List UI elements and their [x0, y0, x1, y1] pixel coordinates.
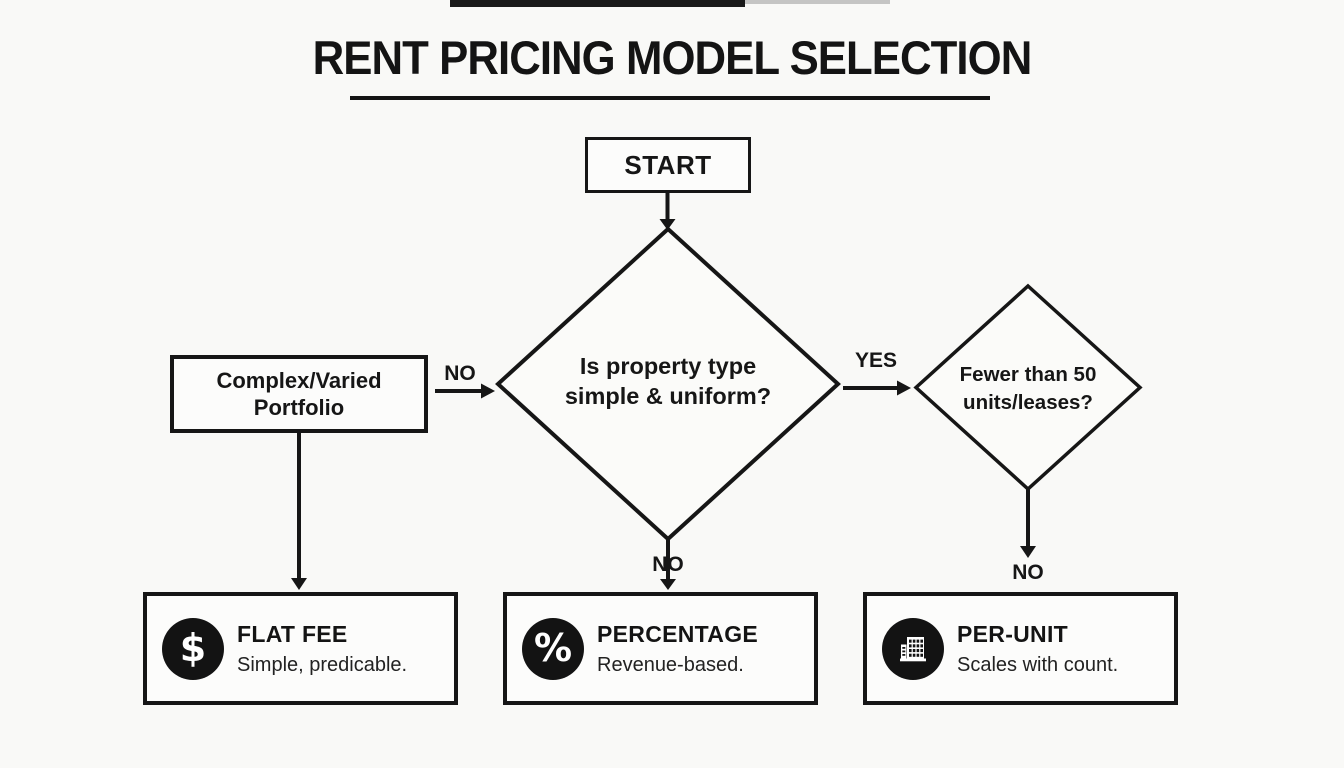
edge-label-no-right: NO: [1012, 561, 1044, 584]
outcome-title: PERCENTAGE: [597, 620, 759, 647]
title-underline: [350, 96, 990, 100]
edge-label-no-center: NO: [652, 553, 684, 576]
dollar-sign-icon: $: [162, 617, 224, 680]
outcome-subtitle: Simple, predicable.: [237, 653, 408, 676]
building-icon: [882, 617, 944, 680]
page-title: RENT PRICING MODEL SELECTION: [312, 31, 1033, 84]
complex-portfolio-line1: Complex/Varied: [216, 367, 382, 393]
edge-label-no-left: NO: [444, 362, 476, 385]
arrowhead-down-center: [660, 579, 676, 590]
top-edge-artifact-dark: [450, 0, 745, 7]
outcome-subtitle: Revenue-based.: [597, 653, 744, 676]
arrowhead-down-right: [1020, 546, 1036, 558]
building-glyph: [900, 636, 926, 661]
decision-main-text: Is property type simple & uniform?: [558, 351, 778, 411]
arrowhead-right-no-left: [481, 383, 495, 399]
decision-units-text: Fewer than 50 units/leases?: [933, 361, 1123, 416]
complex-portfolio-node: Complex/Varied Portfolio: [170, 355, 428, 433]
outcome-percentage: % PERCENTAGE Revenue-based.: [503, 592, 818, 705]
edge-label-yes: YES: [854, 349, 898, 372]
decision-main-line2: simple & uniform?: [564, 383, 772, 410]
arrowhead-right-yes: [897, 380, 911, 396]
top-edge-artifact-light: [745, 0, 890, 4]
decision-units-line1: Fewer than 50: [959, 363, 1097, 386]
arrowhead-down-left: [291, 578, 307, 590]
start-label: START: [624, 149, 712, 180]
decision-units-line2: units/leases?: [963, 390, 1093, 414]
percent-glyph: %: [533, 625, 573, 670]
arrowhead-down-start: [659, 219, 676, 230]
percent-icon: %: [522, 617, 584, 680]
outcome-subtitle: Scales with count.: [957, 653, 1119, 676]
outcome-title: PER-UNIT: [957, 620, 1069, 647]
outcome-title: FLAT FEE: [237, 620, 348, 647]
outcome-per-unit: PER-UNIT Scales with count.: [863, 592, 1178, 705]
start-node: START: [585, 137, 751, 193]
outcome-flat-fee: $ FLAT FEE Simple, predicable.: [143, 592, 458, 705]
decision-main-line1: Is property type: [579, 353, 757, 379]
complex-portfolio-line2: Portfolio: [253, 395, 345, 420]
dollar-glyph: $: [179, 625, 207, 670]
